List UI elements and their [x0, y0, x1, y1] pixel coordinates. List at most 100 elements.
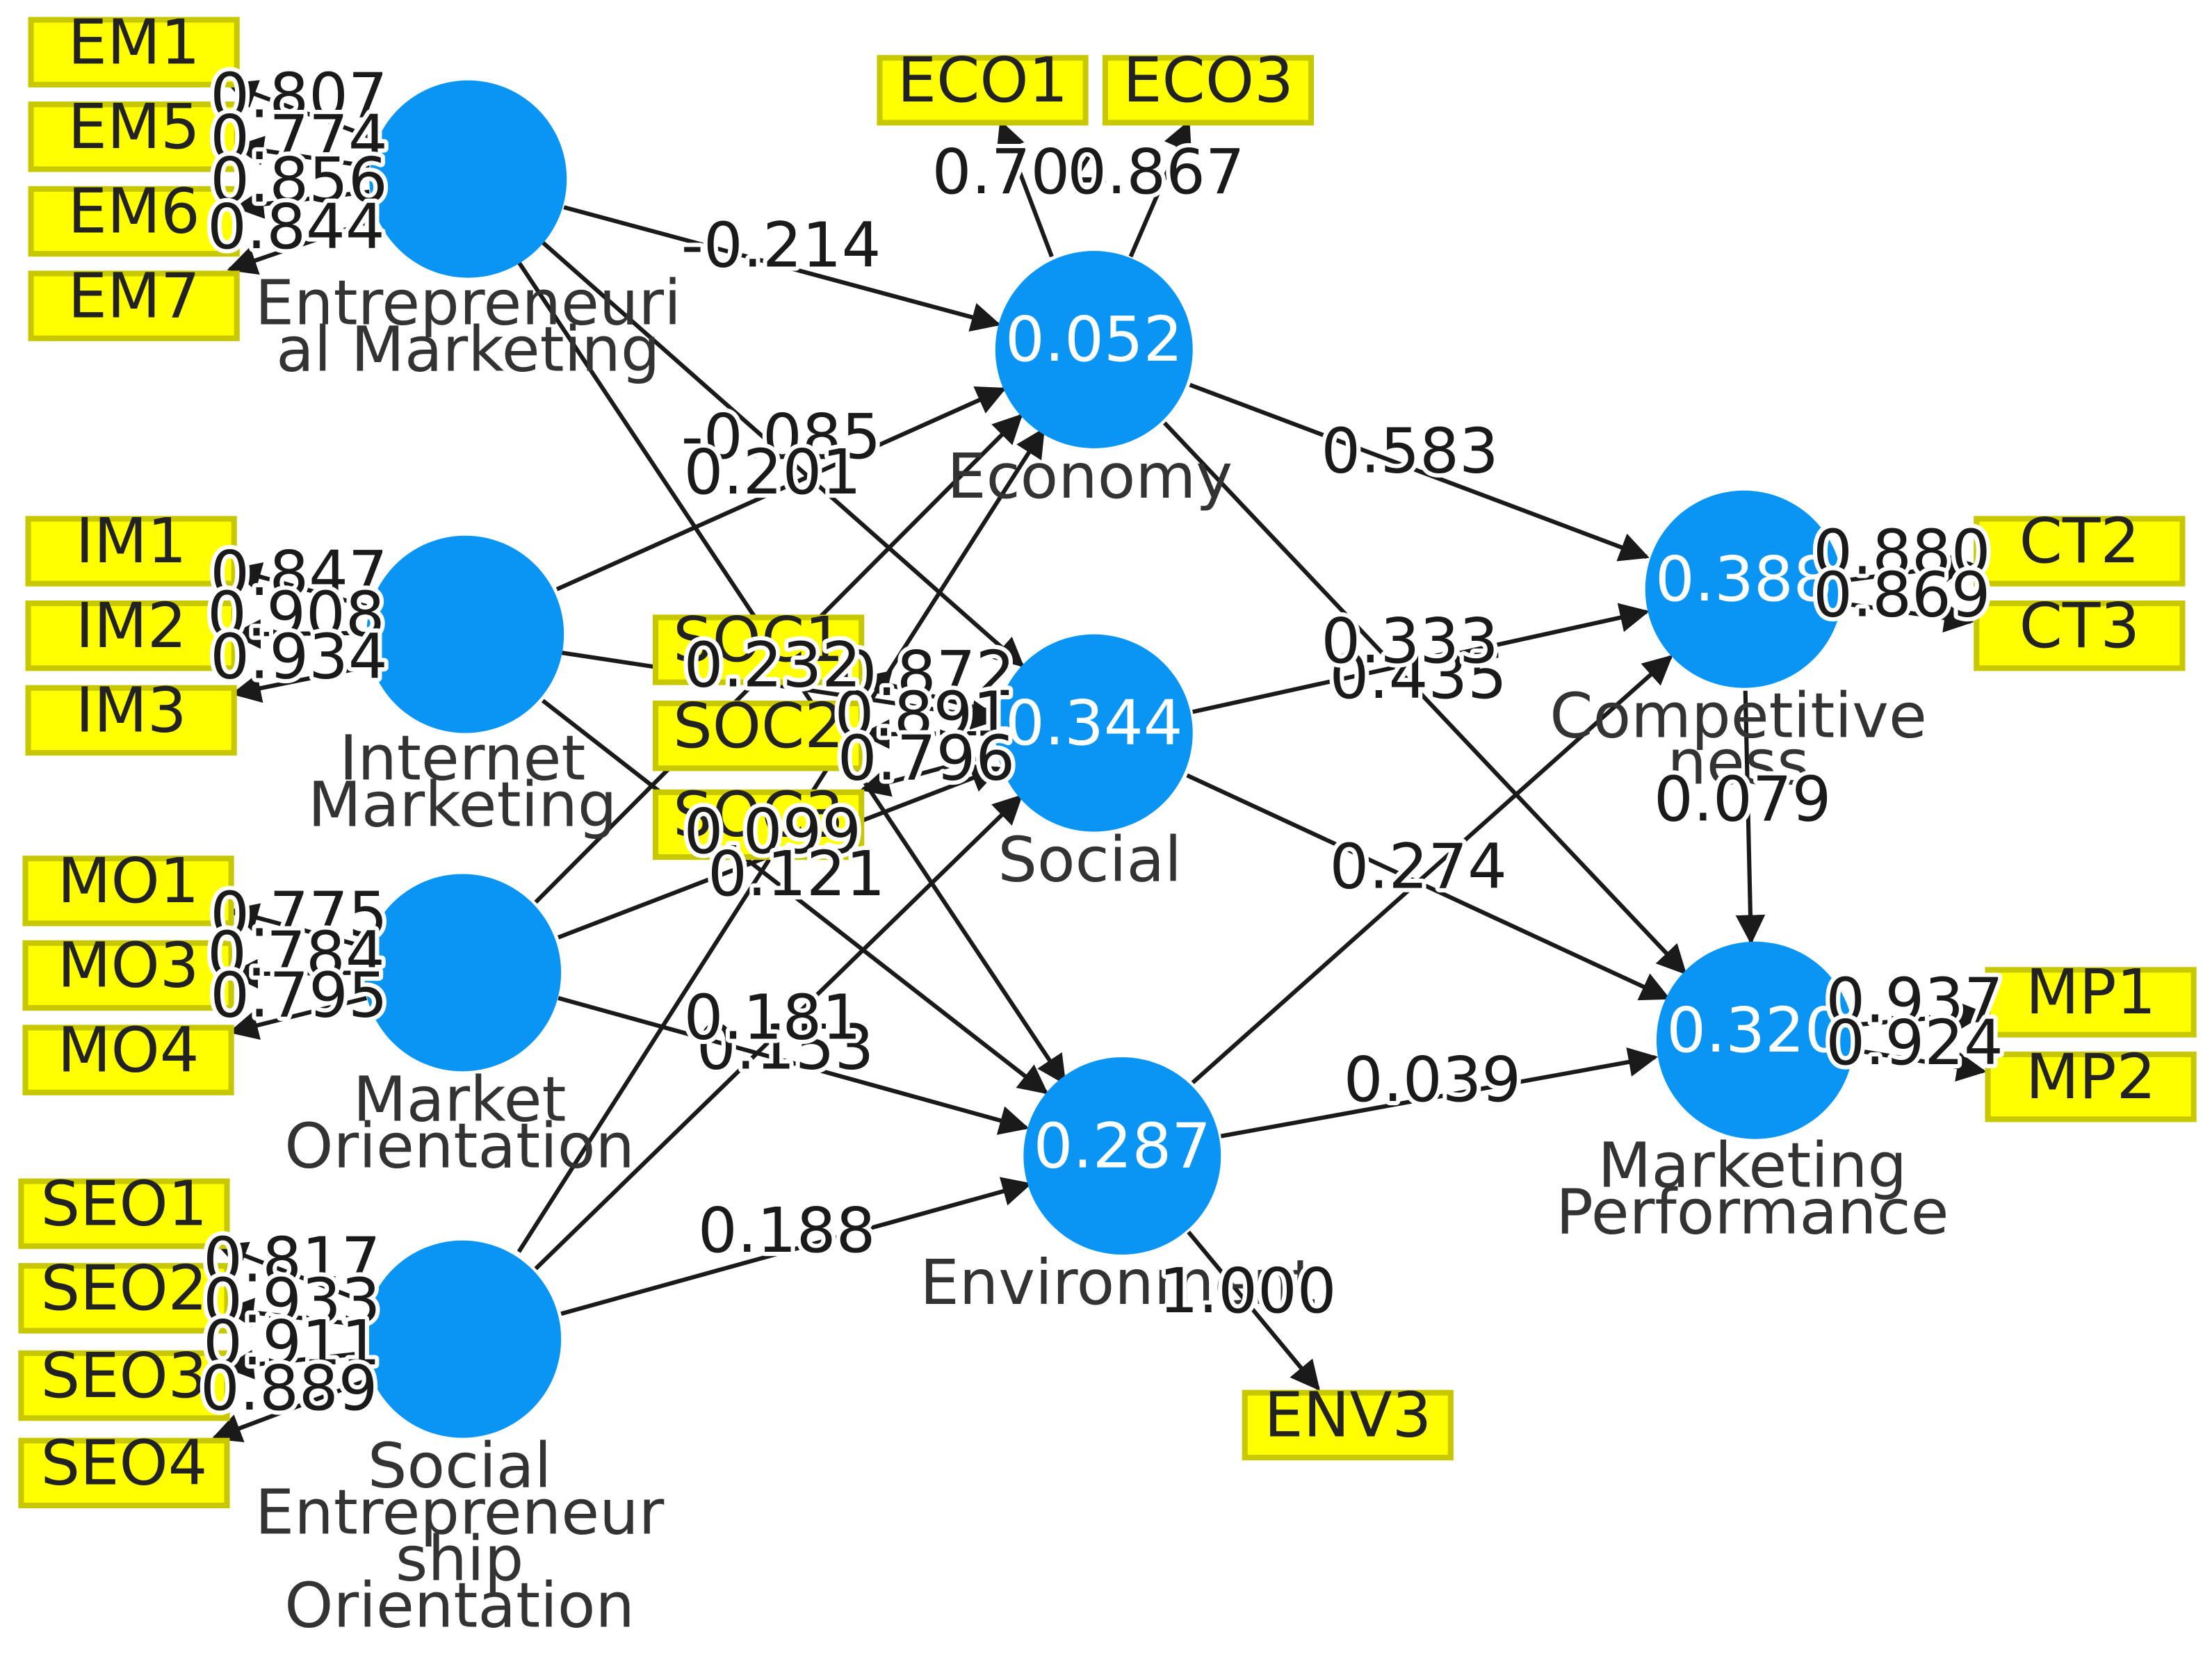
- loading-value-mp2: 0.924: [1825, 1007, 2003, 1079]
- path-coef-env-mp: 0.039: [1344, 1044, 1521, 1116]
- indicator-label-eco1: ECO1: [897, 44, 1068, 117]
- latent-label-mo-line-1: Orientation: [284, 1110, 635, 1182]
- indicator-label-im2: IM2: [76, 590, 187, 662]
- loading-value-seo4: 0.889: [200, 1353, 377, 1425]
- loading-value-em1-halo: 0.807: [210, 60, 387, 132]
- loading-value-ct3: 0.869: [1813, 559, 1990, 631]
- latent-node-mo[interactable]: [364, 874, 562, 1072]
- indicator-box-soc2[interactable]: [652, 700, 865, 772]
- path-coef-em-eco: -0.214: [681, 209, 881, 281]
- loading-value-mp2-halo: 0.924: [1825, 1007, 2003, 1079]
- indicator-box-im2[interactable]: [25, 600, 237, 671]
- indicator-box-seo1[interactable]: [18, 1178, 230, 1249]
- path-line-env-ct: [1191, 655, 1673, 1084]
- indicator-box-mo4[interactable]: [22, 1025, 234, 1095]
- latent-node-im[interactable]: [366, 535, 564, 733]
- path-coef-em-soc-halo: -0.085: [681, 401, 881, 473]
- loading-value-im2: 0.908: [207, 579, 384, 651]
- indicator-box-im3[interactable]: [25, 685, 237, 756]
- loading-line-ct3: [1842, 601, 1974, 633]
- indicator-box-eco1[interactable]: [877, 55, 1089, 126]
- loading-value-em6-halo: 0.856: [210, 145, 387, 217]
- loading-value-im1: 0.847: [210, 538, 387, 610]
- loading-line-ct2: [1842, 553, 1974, 583]
- indicator-box-soc3[interactable]: [652, 789, 865, 860]
- path-line-im-soc: [560, 651, 1002, 730]
- latent-label-em-line-1: al Marketing: [276, 313, 660, 386]
- path-line-seo-env: [560, 1177, 1032, 1316]
- indicator-label-eco3: ECO3: [1123, 44, 1294, 117]
- path-coef-seo-soc: 0.181: [684, 982, 861, 1054]
- loading-value-mo4-halo: 0.795: [210, 959, 387, 1031]
- path-coef-eco-mp-halo: 0.435: [1330, 641, 1507, 713]
- indicator-label-mo4: MO4: [58, 1014, 200, 1086]
- indicator-box-seo4[interactable]: [18, 1437, 230, 1509]
- loading-value-seo1-halo: 0.817: [203, 1225, 380, 1297]
- latent-label-mo-line-0: Market: [353, 1063, 567, 1136]
- indicator-box-em6[interactable]: [28, 186, 240, 257]
- latent-node-env[interactable]: [1023, 1057, 1221, 1255]
- loading-line-seo2: [224, 1298, 364, 1328]
- loading-value-mp1-halo: 0.937: [1825, 965, 2003, 1037]
- indicator-box-seo2[interactable]: [18, 1263, 230, 1334]
- indicator-box-mo3[interactable]: [22, 940, 234, 1011]
- indicator-label-ct2: CT2: [2019, 505, 2140, 578]
- path-line-em-eco: [563, 205, 1001, 332]
- loading-value-env3: 1.000: [1159, 1255, 1336, 1328]
- indicator-box-soc1[interactable]: [652, 614, 865, 685]
- indicator-box-ct2[interactable]: [1974, 516, 2186, 587]
- path-line-im-eco: [555, 386, 1007, 591]
- path-coef-soc-mp-halo: 0.274: [1330, 831, 1507, 904]
- loading-value-soc1: 0.872: [838, 638, 1015, 710]
- loading-line-seo3: [224, 1350, 364, 1380]
- path-line-eco-mp: [1162, 421, 1687, 975]
- path-coef-seo-eco: 0.121: [708, 838, 885, 911]
- latent-label-im-line-1: Marketing: [308, 769, 617, 841]
- indicator-box-em7[interactable]: [28, 270, 240, 341]
- indicator-box-mo1[interactable]: [22, 856, 234, 927]
- latent-node-eco[interactable]: [995, 251, 1193, 448]
- indicator-box-mp2[interactable]: [1985, 1051, 2197, 1123]
- latent-node-em[interactable]: [369, 80, 567, 278]
- indicator-box-mp1[interactable]: [1985, 967, 2197, 1038]
- latent-node-soc[interactable]: [995, 634, 1193, 832]
- loading-value-seo3-halo: 0.911: [203, 1307, 380, 1380]
- latent-label-soc-line-0: Social: [998, 824, 1182, 897]
- latent-node-mp[interactable]: [1656, 941, 1854, 1139]
- indicator-box-em1[interactable]: [28, 17, 240, 88]
- indicator-box-im1[interactable]: [25, 516, 237, 587]
- indicator-box-eco3[interactable]: [1102, 55, 1315, 126]
- indicator-label-mp1: MP1: [2026, 956, 2156, 1029]
- path-coef-mo-env-halo: 0.153: [697, 1011, 874, 1084]
- path-coef-em-eco-halo: -0.214: [681, 209, 881, 281]
- indicator-box-ct3[interactable]: [1974, 600, 2186, 671]
- path-coef-soc-ct: 0.333: [1321, 605, 1498, 678]
- indicator-label-soc2: SOC2: [673, 690, 844, 762]
- indicator-box-env3[interactable]: [1242, 1389, 1454, 1461]
- latent-node-ct[interactable]: [1645, 490, 1843, 688]
- path-coef-em-soc: -0.085: [681, 401, 881, 473]
- path-coef-mo-env: 0.153: [697, 1011, 874, 1084]
- latent-label-env-line-0: Environment: [920, 1247, 1316, 1319]
- loading-value-seo2-halo: 0.933: [203, 1265, 380, 1337]
- path-coef-im-eco-halo: 0.201: [684, 436, 861, 509]
- indicator-box-em5[interactable]: [28, 101, 240, 172]
- loading-value-mo1: 0.775: [210, 879, 387, 952]
- loading-value-mo4: 0.795: [210, 959, 387, 1031]
- loading-value-seo1: 0.817: [203, 1225, 380, 1297]
- latent-node-seo[interactable]: [364, 1240, 562, 1438]
- loading-line-em6: [234, 189, 370, 219]
- loading-value-seo4-halo: 0.889: [200, 1353, 377, 1425]
- loading-value-soc3: 0.796: [838, 723, 1015, 795]
- loading-line-mp1: [1855, 1001, 1987, 1031]
- path-line-seo-soc: [534, 794, 1023, 1271]
- latent-label-ct-line-1: ness: [1667, 727, 1809, 799]
- path-line-soc-mp: [1186, 773, 1671, 1001]
- path-coef-seo-eco-halo: 0.121: [708, 838, 885, 911]
- loading-value-em5: 0.774: [210, 102, 387, 174]
- indicator-box-seo3[interactable]: [18, 1350, 230, 1421]
- latent-label-seo-line-2: ship: [396, 1523, 523, 1595]
- loading-line-em1: [227, 80, 371, 139]
